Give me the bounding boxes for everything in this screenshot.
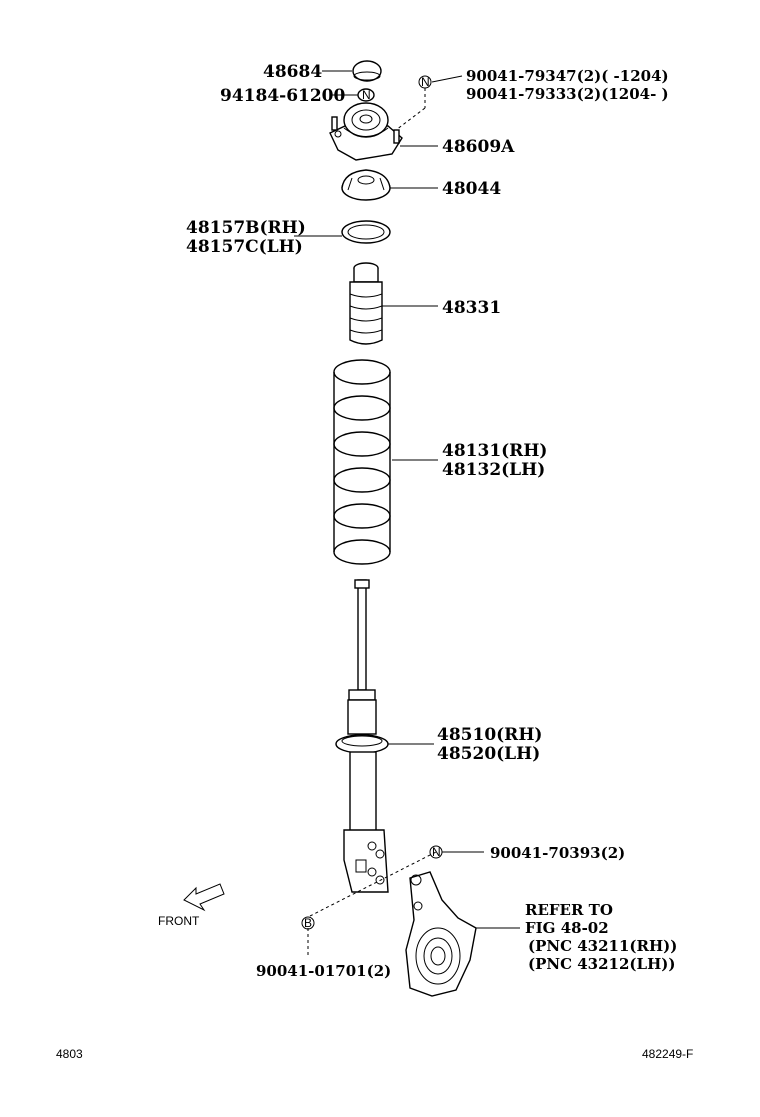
upper-nut-callout: N (395, 75, 463, 131)
refer-fig-line: FIG 48-02 (525, 919, 609, 937)
part-94184-61200-label: 94184-61200 (220, 86, 346, 106)
part-48131-label: 48131(RH) (442, 441, 547, 461)
lower-nut-marker-n: N (432, 845, 441, 859)
part-90041-01701-label: 90041-01701(2) (256, 962, 391, 980)
footer-left-code: 4803 (56, 1047, 83, 1061)
nut-marker-n: N (362, 88, 371, 102)
refer-pnc-rh-line: (PNC 43211(RH)) (528, 937, 677, 955)
part-48520-label: 48520(LH) (437, 744, 540, 764)
part-48609a-label: 48609A (442, 137, 515, 157)
part-48331-label: 48331 (442, 298, 501, 318)
upper-support-drawing (329, 102, 403, 161)
shock-absorber-drawing (335, 579, 389, 893)
front-label: FRONT (158, 914, 200, 928)
nut-drawing: N (357, 88, 375, 102)
coil-spring-drawing (333, 359, 391, 565)
dust-cap-drawing (352, 60, 382, 82)
part-48510-label: 48510(RH) (437, 725, 542, 745)
lower-nut-callout: N (429, 845, 484, 859)
spring-insulator-drawing (341, 220, 391, 244)
upper-nut-marker-n: N (421, 75, 430, 89)
part-48684-label: 48684 (263, 62, 322, 82)
part-48132-label: 48132(LH) (442, 460, 545, 480)
part-48044-label: 48044 (442, 179, 501, 199)
lower-bolt-callout: B (301, 851, 437, 958)
footer-right-code: 482249-F (642, 1047, 693, 1061)
part-90041-79333-label: 90041-79333(2)(1204- ) (466, 85, 669, 103)
part-90041-79347-label: 90041-79347(2)( -1204) (466, 67, 669, 85)
refer-to-line: REFER TO (525, 901, 613, 919)
bump-stopper-drawing (349, 262, 383, 345)
part-48157c-label: 48157C(LH) (186, 237, 303, 257)
leader-lines (294, 70, 438, 745)
bearing-drawing (341, 169, 391, 201)
steering-knuckle-drawing (405, 871, 520, 997)
lower-bolt-marker-b: B (304, 916, 312, 930)
part-90041-70393-label: 90041-70393(2) (490, 844, 625, 862)
part-48157b-label: 48157B(RH) (186, 218, 306, 238)
refer-pnc-lh-line: (PNC 43212(LH)) (528, 955, 675, 973)
front-arrow: FRONT (158, 883, 225, 928)
